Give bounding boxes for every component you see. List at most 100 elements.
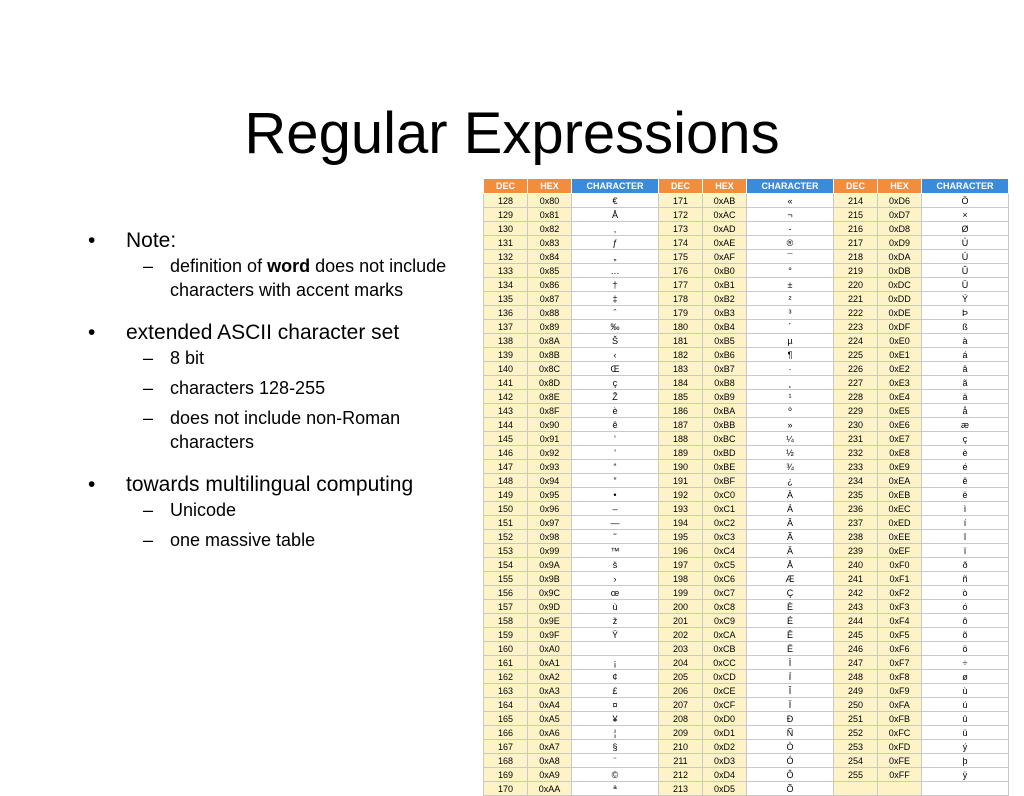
sub-bullet-bold-word: word — [267, 256, 311, 276]
dec-cell: 173 — [658, 221, 703, 236]
character-cell: ˜ — [571, 529, 659, 544]
dec-cell: 214 — [833, 193, 878, 208]
dec-cell: 247 — [833, 655, 878, 670]
dec-cell: 235 — [833, 487, 878, 502]
hex-cell: 0x86 — [527, 277, 572, 292]
character-cell: Û — [921, 263, 1009, 278]
hex-cell: 0xD8 — [877, 221, 922, 236]
bullet-note: Note: — [88, 228, 480, 254]
hex-cell: 0xAA — [527, 781, 572, 796]
hex-cell: 0x82 — [527, 221, 572, 236]
character-cell: Â — [746, 515, 834, 530]
hex-cell: 0xF9 — [877, 683, 922, 698]
hex-cell: 0x9D — [527, 599, 572, 614]
dec-cell: 226 — [833, 361, 878, 376]
character-cell: ° — [746, 263, 834, 278]
dec-cell: 217 — [833, 235, 878, 250]
dec-cell: 182 — [658, 347, 703, 362]
character-cell: „ — [571, 249, 659, 264]
character-cell: æ — [921, 417, 1009, 432]
character-cell: × — [921, 207, 1009, 222]
hex-cell: 0xC6 — [702, 571, 747, 586]
hex-cell: 0xA8 — [527, 753, 572, 768]
character-cell: ” — [571, 473, 659, 488]
character-cell: ¶ — [746, 347, 834, 362]
dec-cell: 136 — [483, 305, 528, 320]
dec-cell: 221 — [833, 291, 878, 306]
dec-cell: 133 — [483, 263, 528, 278]
character-cell: … — [571, 263, 659, 278]
hex-cell: 0xD2 — [702, 739, 747, 754]
ascii-table: DEC HEX CHARACTER DEC HEX CHARACTER DEC … — [483, 178, 1009, 796]
hex-cell: 0xA4 — [527, 697, 572, 712]
dec-cell: 253 — [833, 739, 878, 754]
character-cell: ò — [921, 585, 1009, 600]
table-header-row: DEC HEX CHARACTER DEC HEX CHARACTER DEC … — [483, 178, 1009, 194]
hex-cell: 0xF7 — [877, 655, 922, 670]
dec-cell: 207 — [658, 697, 703, 712]
dec-cell: 185 — [658, 389, 703, 404]
hex-cell: 0xCF — [702, 697, 747, 712]
character-cell: ‘ — [571, 431, 659, 446]
dec-cell: 168 — [483, 753, 528, 768]
character-cell: Í — [746, 669, 834, 684]
character-cell: ® — [746, 235, 834, 250]
character-cell: ½ — [746, 445, 834, 460]
dec-cell: 195 — [658, 529, 703, 544]
dec-cell: 164 — [483, 697, 528, 712]
character-cell: š — [571, 557, 659, 572]
character-cell: ¤ — [571, 697, 659, 712]
dec-cell: 197 — [658, 557, 703, 572]
bullet-multilingual: towards multilingual computing — [88, 472, 480, 498]
hex-cell: 0xE0 — [877, 333, 922, 348]
dec-cell: 184 — [658, 375, 703, 390]
hex-cell: 0xD4 — [702, 767, 747, 782]
dec-cell: 187 — [658, 417, 703, 432]
character-cell: · — [746, 361, 834, 376]
hex-cell: 0xDB — [877, 263, 922, 278]
dec-cell: 245 — [833, 627, 878, 642]
dec-cell: 230 — [833, 417, 878, 432]
character-cell: Ï — [746, 697, 834, 712]
dec-cell: 223 — [833, 319, 878, 334]
character-cell: Ì — [746, 655, 834, 670]
character-cell: ë — [921, 487, 1009, 502]
character-cell: ö — [921, 641, 1009, 656]
dec-cell: 251 — [833, 711, 878, 726]
hex-cell: 0xCD — [702, 669, 747, 684]
hex-cell: 0xD6 — [877, 193, 922, 208]
hex-cell: 0xEF — [877, 543, 922, 558]
character-cell: Ê — [746, 627, 834, 642]
character-cell: - — [746, 221, 834, 236]
hex-cell: 0x91 — [527, 431, 572, 446]
hex-cell: 0x83 — [527, 235, 572, 250]
dec-cell: 166 — [483, 725, 528, 740]
dec-cell: 156 — [483, 585, 528, 600]
hex-cell: 0xCE — [702, 683, 747, 698]
character-cell: Ë — [746, 641, 834, 656]
hex-cell: 0x8D — [527, 375, 572, 390]
dec-cell: 171 — [658, 193, 703, 208]
dec-cell: 145 — [483, 431, 528, 446]
character-cell: ¬ — [746, 207, 834, 222]
character-cell: • — [571, 487, 659, 502]
hex-cell: 0xA5 — [527, 711, 572, 726]
hex-cell: 0xB1 — [702, 277, 747, 292]
hex-cell: 0xB3 — [702, 305, 747, 320]
character-cell: Á — [746, 501, 834, 516]
character-cell: Æ — [746, 571, 834, 586]
hex-cell: 0xFF — [877, 767, 922, 782]
hex-cell: 0x85 — [527, 263, 572, 278]
character-cell: ð — [921, 557, 1009, 572]
dec-cell: 211 — [658, 753, 703, 768]
character-cell: Å — [571, 207, 659, 222]
character-cell: › — [571, 571, 659, 586]
hex-cell: 0xED — [877, 515, 922, 530]
dec-cell: 193 — [658, 501, 703, 516]
character-cell: — — [571, 515, 659, 530]
hex-cell: 0xDC — [877, 277, 922, 292]
header-hex: HEX — [877, 178, 922, 194]
dec-cell: 249 — [833, 683, 878, 698]
